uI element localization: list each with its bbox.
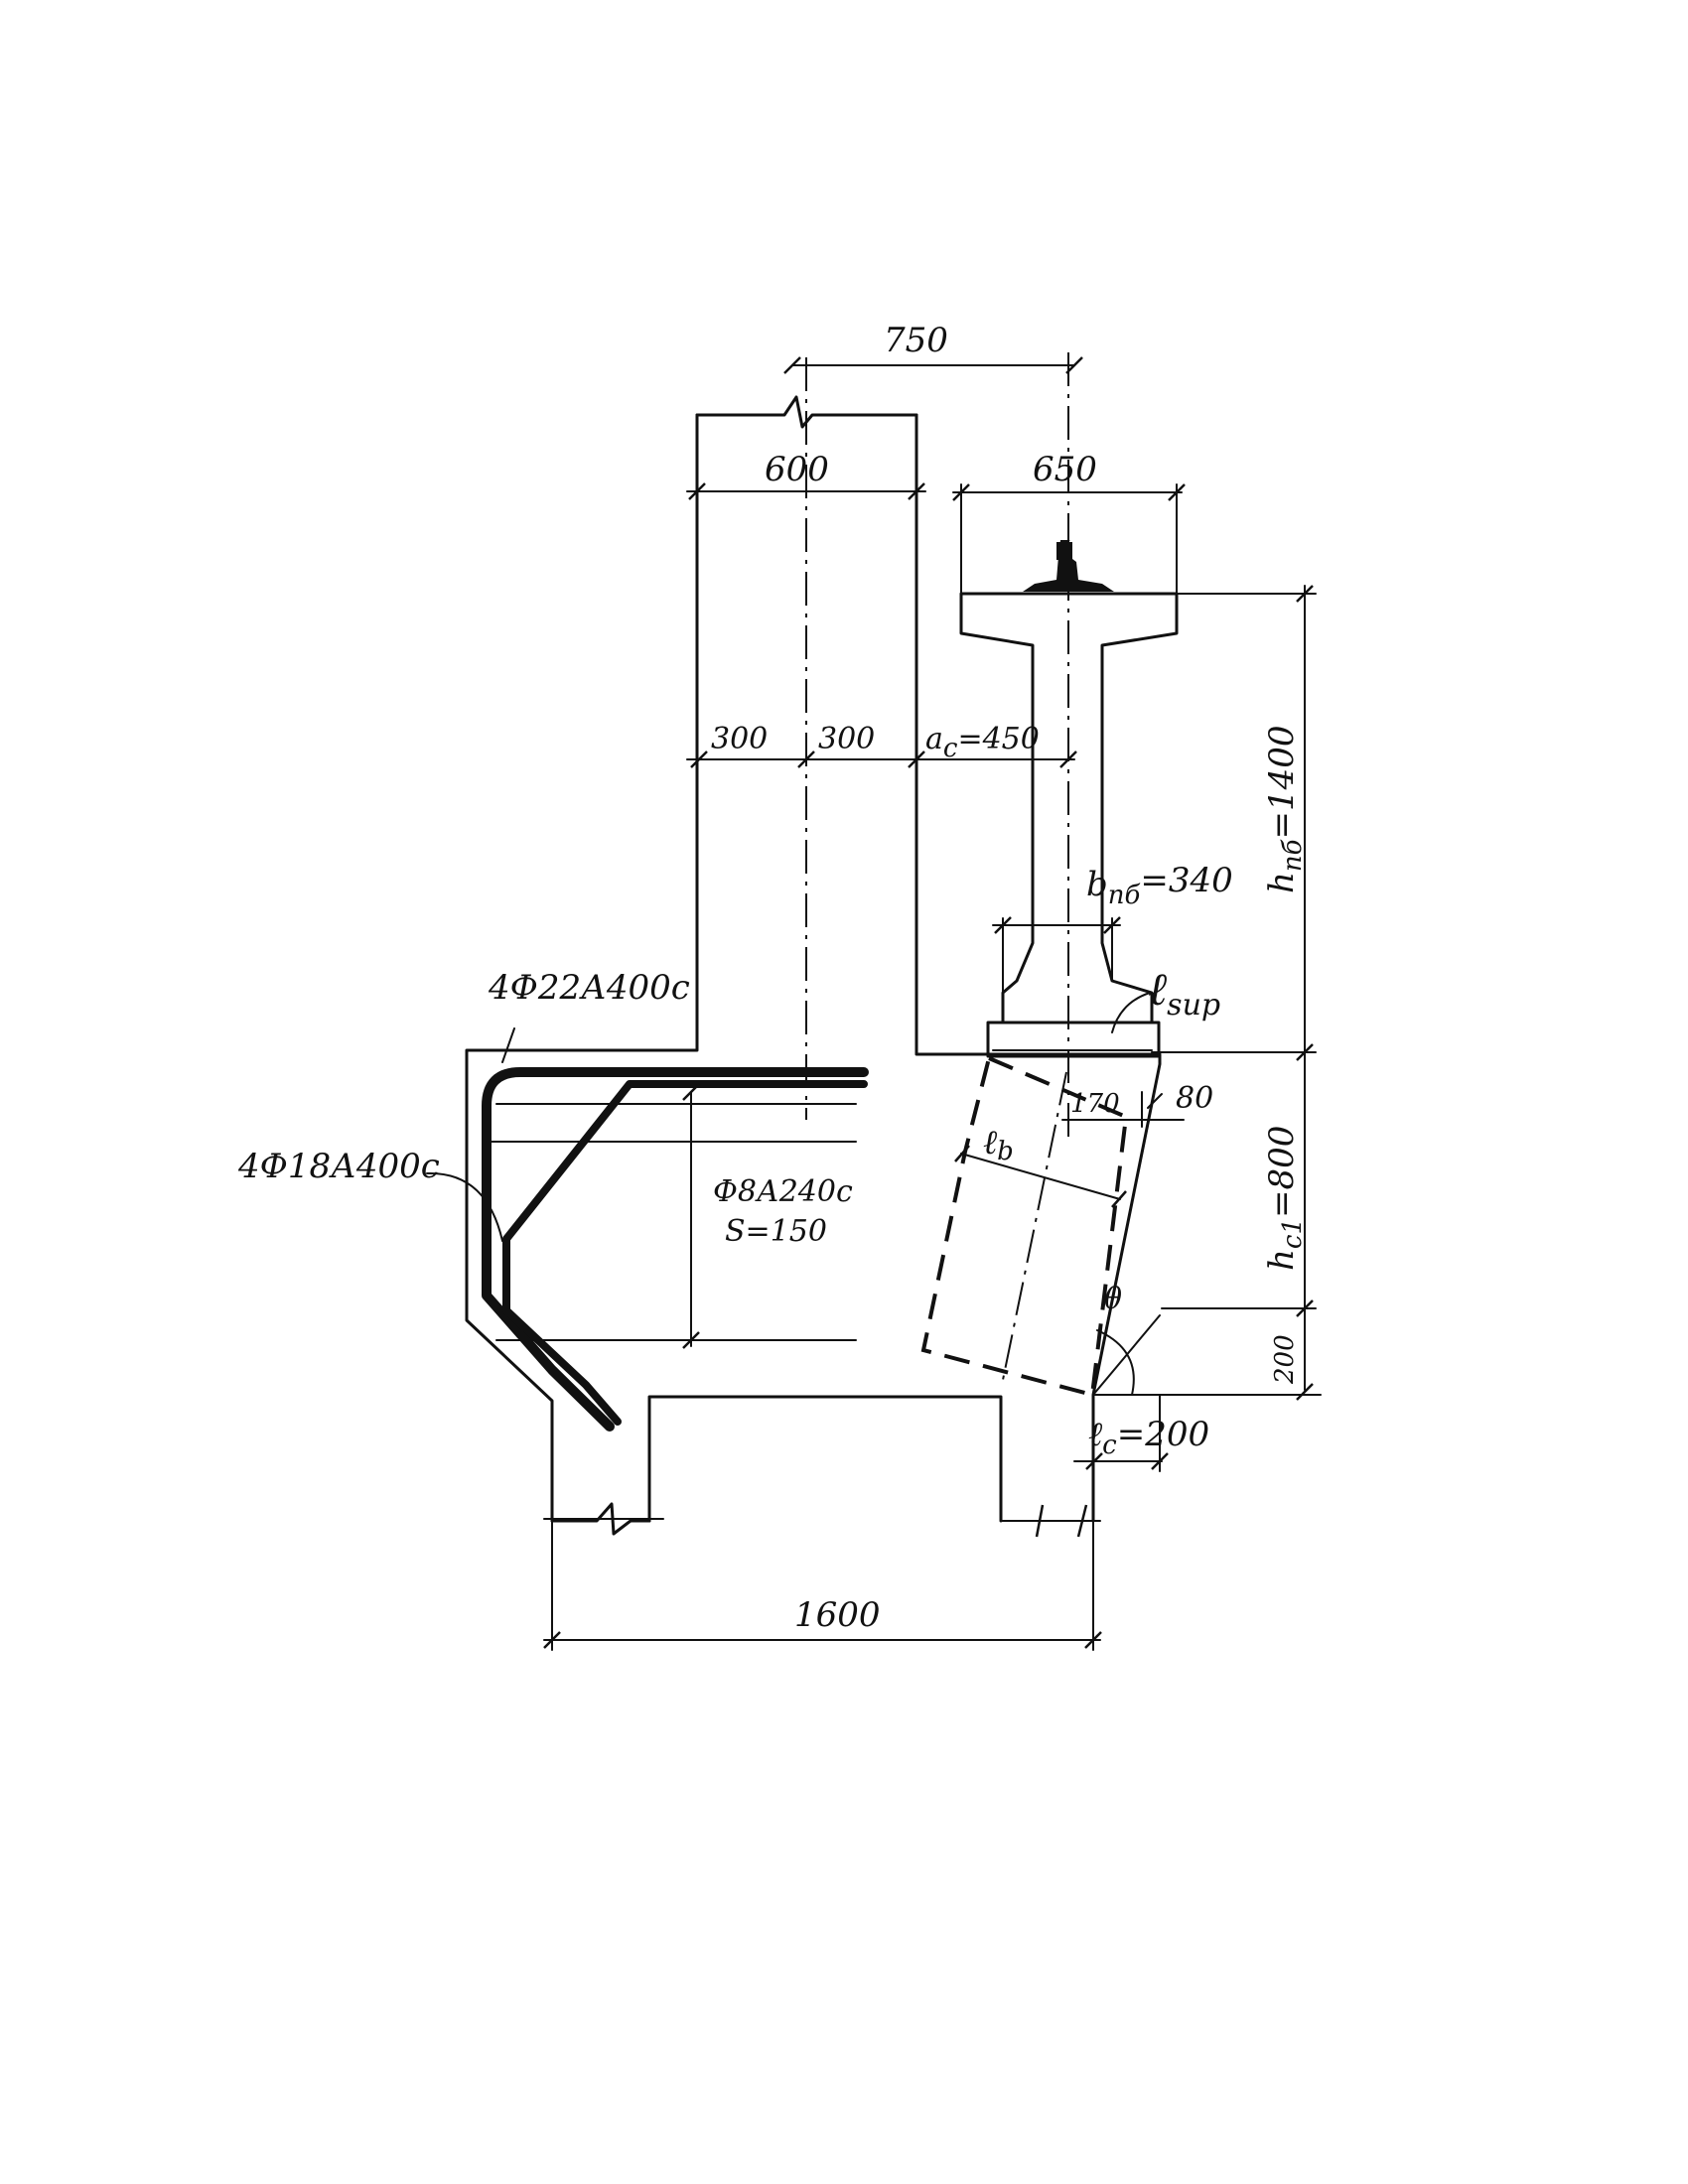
label-200-right: 200 <box>1270 1334 1300 1385</box>
label-lc: ℓc=200 <box>1088 1415 1209 1460</box>
column-top-break <box>695 395 918 429</box>
label-stirrup-spacing: S=150 <box>725 1214 827 1249</box>
label-top-rebar: 4Ф22А400с <box>488 968 690 1008</box>
leader-inclined-rebar <box>426 1171 503 1242</box>
column-lower-inner <box>647 1395 1003 1523</box>
theta-arc <box>1096 1329 1135 1396</box>
dim-line-lb <box>960 1153 1121 1200</box>
label-750: 750 <box>884 321 948 360</box>
label-hpb: hпб=1400 <box>1262 725 1308 893</box>
label-hc1: hc1=800 <box>1262 1126 1308 1271</box>
bearing-plate <box>986 1021 1161 1058</box>
compression-strut <box>920 1055 1129 1398</box>
label-bpb: bпб=340 <box>1086 861 1233 910</box>
label-170: 170 <box>1070 1089 1120 1119</box>
leader-80 <box>1147 1093 1163 1109</box>
label-80: 80 <box>1176 1081 1213 1116</box>
label-300-left: 300 <box>711 722 768 756</box>
label-lb: ℓb <box>983 1123 1014 1166</box>
rail-icon <box>1023 540 1114 592</box>
label-stirrups: Ф8А240с <box>713 1174 853 1209</box>
label-650: 650 <box>1033 450 1097 489</box>
label-theta: θ <box>1104 1282 1122 1316</box>
label-1600: 1600 <box>794 1595 881 1635</box>
leader-lsup <box>1111 992 1151 1033</box>
label-ac: ac=450 <box>925 722 1040 763</box>
label-inclined-rebar: 4Ф18А400с <box>237 1147 440 1186</box>
rail-head-icon <box>1056 542 1072 560</box>
leader-top-rebar <box>501 1027 515 1063</box>
label-600: 600 <box>765 450 829 489</box>
strut-axis <box>1002 1071 1067 1381</box>
inclined-rebar-4d18 <box>502 1080 868 1426</box>
label-300-right: 300 <box>818 722 875 756</box>
column-outline <box>465 413 699 1523</box>
top-rebar-4d22 <box>482 1067 869 1432</box>
corbel-outline <box>914 413 1162 1523</box>
label-lsup: ℓsup <box>1148 962 1220 1023</box>
